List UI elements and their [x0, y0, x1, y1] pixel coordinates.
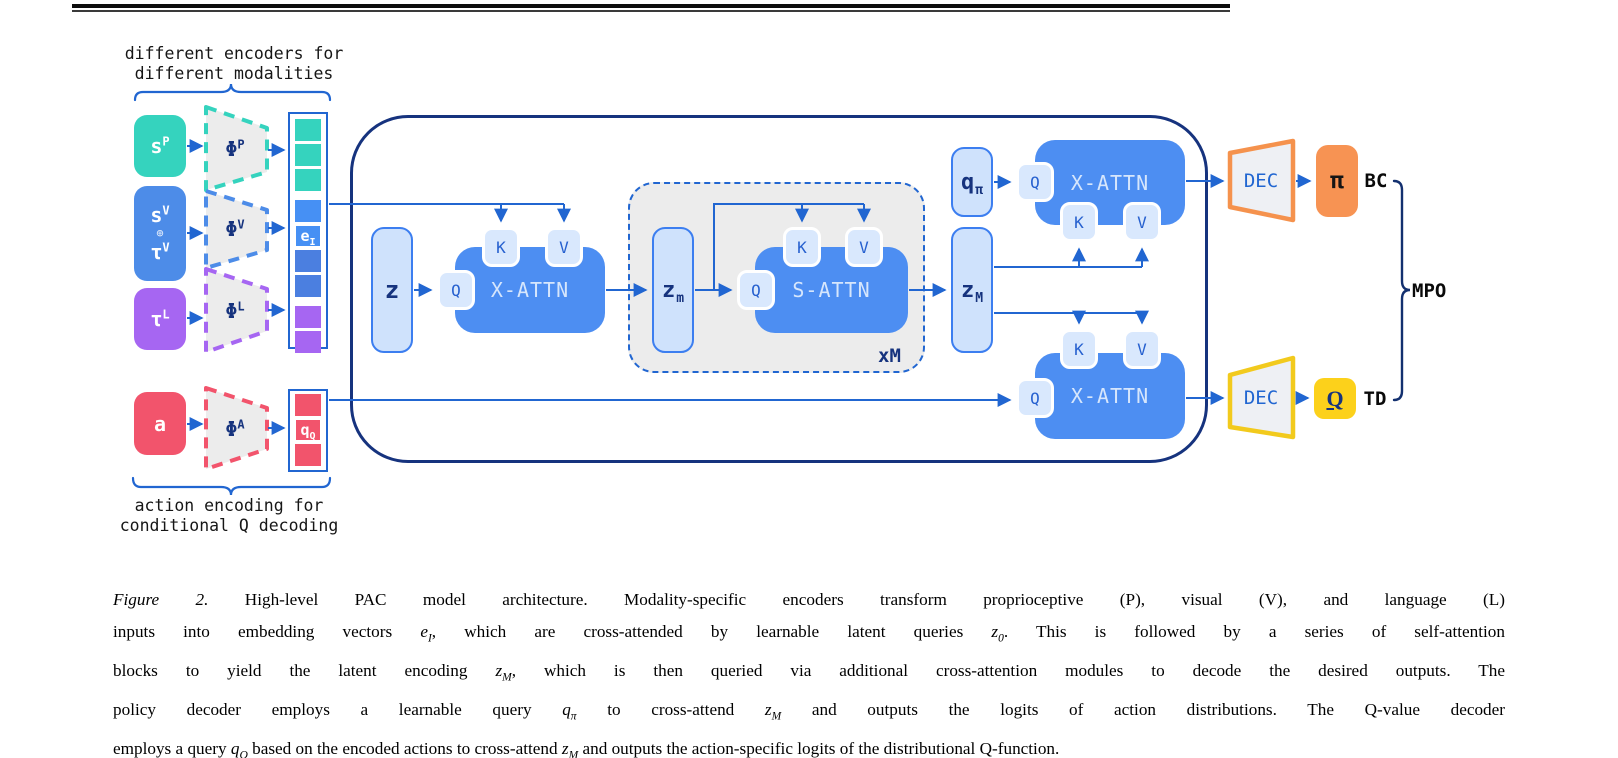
embedding-cell-proprio	[295, 169, 321, 191]
input-visual-box: sV ⊕ τV	[134, 186, 186, 281]
value-chip: V	[1123, 202, 1161, 242]
qvalue-decoder-label: DEC	[1243, 387, 1279, 409]
mpo-brace	[1392, 179, 1411, 402]
oplus-icon: ⊕	[156, 226, 164, 240]
embedding-cell-proprio	[295, 144, 321, 166]
action-query-cell	[295, 444, 321, 466]
embedding-column: eI	[288, 112, 328, 353]
cross-attention-qvalue-block: X-ATTN	[1035, 353, 1185, 439]
key-chip: K	[1060, 329, 1098, 369]
action-query-column: qQ	[288, 389, 328, 472]
input-language-box: τL	[134, 288, 186, 350]
caption-line-5: employs a query qQ based on the encoded …	[113, 738, 1060, 758]
self-attention-block: S-ATTN	[755, 247, 908, 333]
latent-zM-label: zM	[960, 277, 984, 306]
embedding-label: eI	[300, 227, 316, 248]
caption-line-2: inputs into embedding vectors eI, which …	[113, 622, 1505, 645]
caption-line-1: Figure 2. High-level PAC model architect…	[113, 590, 1505, 609]
policy-decoder-label: DEC	[1243, 170, 1279, 192]
encoder-trapezoid-action	[204, 386, 269, 471]
policy-output-box: π	[1316, 145, 1358, 217]
encoder-trapezoid-proprio	[204, 105, 269, 192]
action-annotation-line1: action encoding for	[134, 496, 324, 515]
action-query-label: qQ	[300, 421, 316, 442]
encoders-brace	[133, 83, 332, 102]
encoder-language-label: ΦL	[225, 299, 245, 323]
top-rule-thin	[72, 10, 1230, 12]
key-chip: K	[783, 227, 821, 267]
encoder-trapezoid-language	[204, 267, 269, 354]
input-action-box: a	[134, 392, 186, 455]
mpo-label: MPO	[1412, 280, 1447, 302]
encoder-visual-label: ΦV	[225, 217, 245, 241]
input-visual-task-label: τV	[150, 240, 170, 264]
action-annotation: action encoding for conditional Q decodi…	[103, 496, 355, 535]
connector-arrows	[187, 139, 1312, 435]
caption-line-4: policy decoder employs a learnable query…	[113, 700, 1505, 723]
query-chip: Q	[1016, 162, 1054, 202]
embedding-cell-proprio	[295, 119, 321, 141]
td-loss-label: TD	[1363, 388, 1387, 410]
qvalue-decoder-trapezoid	[1227, 355, 1296, 440]
embedding-cell-visual	[295, 250, 321, 272]
input-action-label: a	[153, 411, 167, 436]
policy-decoder-trapezoid	[1227, 138, 1296, 223]
caption-line-3: blocks to yield the latent encoding zM, …	[113, 661, 1505, 684]
input-proprio-label: sP	[150, 134, 170, 158]
encoder-trapezoid-visual	[204, 189, 269, 270]
figure-caption: Figure 2. High-level PAC model architect…	[113, 584, 1505, 758]
encoders-annotation: different encoders for different modalit…	[108, 44, 360, 83]
embedding-label-cell: eI	[295, 225, 321, 248]
embedding-cell-visual	[295, 200, 321, 222]
action-query-cell	[295, 394, 321, 416]
key-chip: K	[1060, 202, 1098, 242]
policy-query-box: qπ	[951, 147, 993, 217]
query-chip: Q	[1016, 378, 1054, 418]
encoder-action-label: ΦA	[225, 417, 245, 441]
latent-z-box: z	[371, 227, 413, 353]
embedding-cell-language	[295, 306, 321, 328]
bc-loss-label: BC	[1364, 170, 1388, 192]
input-proprio-box: sP	[134, 115, 186, 177]
embedding-cell-language	[295, 331, 321, 353]
encoders-annotation-line2: different modalities	[134, 63, 334, 83]
query-chip: Q	[437, 270, 475, 310]
action-annotation-line2: conditional Q decoding	[119, 515, 339, 535]
latent-zM-box: zM	[951, 227, 993, 353]
encoder-proprio-label: ΦP	[225, 137, 245, 161]
latent-z-label: z	[384, 276, 400, 304]
embedding-cell-visual	[295, 275, 321, 297]
cross-attention-policy-block: X-ATTN	[1035, 140, 1185, 225]
value-chip: V	[545, 227, 583, 267]
latent-zm-box: zm	[652, 227, 694, 353]
perceiver-core-box	[350, 115, 1208, 463]
encoders-annotation-line1: different encoders for	[124, 44, 344, 63]
query-chip: Q	[737, 270, 775, 310]
latent-zm-label: zm	[661, 277, 685, 306]
action-query-label-cell: qQ	[295, 419, 321, 442]
key-chip: K	[482, 227, 520, 267]
input-visual-label: sV	[150, 203, 170, 227]
repeat-count-label: xM	[878, 345, 901, 367]
qvalue-output-box: Q	[1314, 378, 1356, 419]
value-chip: V	[845, 227, 883, 267]
value-chip: V	[1123, 329, 1161, 369]
input-language-label: τL	[150, 307, 170, 331]
top-rule	[72, 4, 1230, 8]
policy-query-label: qπ	[960, 169, 984, 198]
action-brace	[131, 476, 332, 496]
